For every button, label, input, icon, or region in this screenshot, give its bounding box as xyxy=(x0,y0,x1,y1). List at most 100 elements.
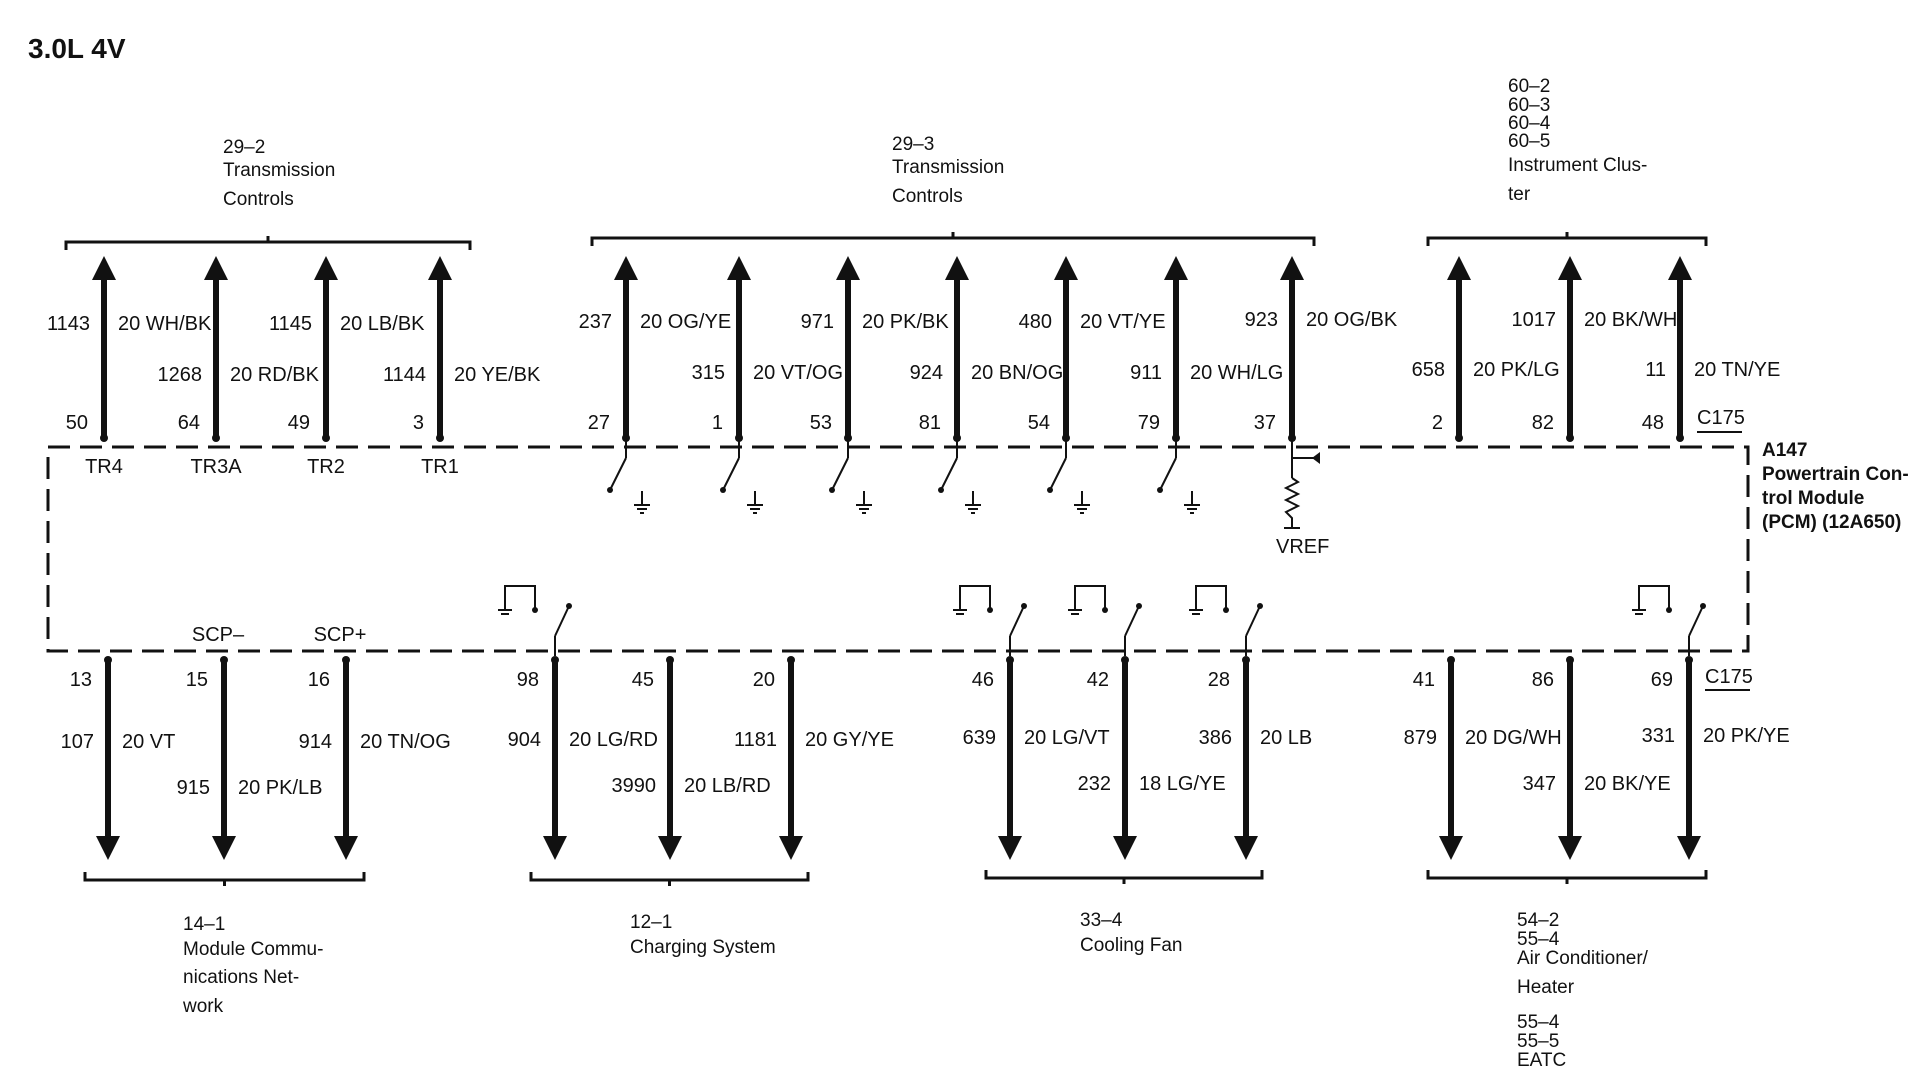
splice-dot xyxy=(212,434,220,442)
circuit-number: 480 xyxy=(1019,311,1052,333)
terminal-label: SCP– xyxy=(192,624,245,646)
group-header-line: work xyxy=(182,996,224,1017)
switch-contact xyxy=(938,487,944,493)
group-header-line: Controls xyxy=(223,189,294,210)
group-header-line: Instrument Clus- xyxy=(1508,155,1647,176)
pin-number: 28 xyxy=(1208,669,1230,691)
relay-bracket xyxy=(1074,585,1106,610)
driver-switch-icon xyxy=(607,440,627,493)
switch-blade xyxy=(1159,457,1177,491)
circuit-number: 1145 xyxy=(269,313,312,335)
relay-contact xyxy=(1666,607,1672,613)
connector-label-bottom: C175 xyxy=(1705,666,1753,688)
wire-color-label: 20 WH/BK xyxy=(118,313,212,335)
circuit-number: 331 xyxy=(1642,725,1675,747)
pin-number: 64 xyxy=(178,412,200,434)
wire-color-label: 20 TN/OG xyxy=(360,731,451,753)
terminal-label: TR2 xyxy=(307,456,345,478)
pin-number: 46 xyxy=(972,669,994,691)
pcm-module-outline xyxy=(46,445,1750,653)
circuit-number: 1181 xyxy=(734,729,777,751)
splice-dot xyxy=(622,434,630,442)
splice-dot xyxy=(1685,656,1693,664)
splice-dot xyxy=(551,656,559,664)
pin-number: 50 xyxy=(66,412,88,434)
pin-number: 79 xyxy=(1138,412,1160,434)
relay-driver-switch-icon xyxy=(498,585,572,656)
splice-dot xyxy=(100,434,108,442)
ground-icon xyxy=(856,491,872,514)
splice-dot xyxy=(220,656,228,664)
ground-icon xyxy=(634,491,650,514)
wire-color-label: 18 LG/YE xyxy=(1139,773,1226,795)
group-bracket xyxy=(1426,232,1708,246)
wire-color-label: 20 PK/LG xyxy=(1473,359,1560,381)
circuit-number: 915 xyxy=(177,777,210,799)
group-header-line: 55–5 xyxy=(1517,1031,1559,1052)
switch-contact xyxy=(1157,487,1163,493)
circuit-number: 911 xyxy=(1130,362,1162,384)
splice-dot xyxy=(342,656,350,664)
group-header-line: Module Commu- xyxy=(183,939,323,960)
module-label-line: Powertrain Con- xyxy=(1762,464,1909,485)
switch-contact xyxy=(1021,603,1027,609)
splice-dot xyxy=(322,434,330,442)
group-bracket xyxy=(83,872,366,886)
group-header-line: 60–5 xyxy=(1508,131,1550,152)
circuit-number: 3990 xyxy=(612,775,657,797)
driver-switch-icon xyxy=(1157,440,1177,493)
group-header-line: 29–3 xyxy=(892,134,934,155)
wire-color-label: 20 LB xyxy=(1260,727,1312,749)
splice-dot xyxy=(787,656,795,664)
vref-label: VREF xyxy=(1276,536,1329,558)
wire-color-label: 20 LG/VT xyxy=(1024,727,1110,749)
wire-color-label: 20 LB/RD xyxy=(684,775,771,797)
group-header-line: 55–4 xyxy=(1517,929,1560,950)
splice-dot xyxy=(666,656,674,664)
terminal-label: SCP+ xyxy=(314,624,367,646)
terminal-label: TR3A xyxy=(190,456,242,478)
group-header-line: 60–2 xyxy=(1508,76,1550,97)
terminal-label: TR4 xyxy=(85,456,123,478)
internal-symbols xyxy=(64,232,1708,886)
switch-contact xyxy=(1257,603,1263,609)
group-header-line: EATC xyxy=(1517,1050,1566,1071)
group-header-line: 29–2 xyxy=(223,137,265,158)
circuit-number: 971 xyxy=(801,311,834,333)
group-header-line: Cooling Fan xyxy=(1080,935,1182,956)
pin-number: 37 xyxy=(1254,412,1276,434)
circuit-number: 924 xyxy=(910,362,943,384)
circuit-number: 1144 xyxy=(383,364,426,386)
switch-blade xyxy=(609,457,627,491)
pin-number: 82 xyxy=(1532,412,1554,434)
switch-blade xyxy=(1245,605,1261,637)
relay-bracket xyxy=(1638,585,1670,610)
group-header-line: 14–1 xyxy=(183,914,225,935)
resistor-zigzag xyxy=(1283,477,1301,528)
wire-color-label: 20 OG/BK xyxy=(1306,309,1398,331)
group-header-line: nications Net- xyxy=(183,967,299,988)
circuit-number: 1017 xyxy=(1512,309,1557,331)
relay-bracket xyxy=(504,585,536,610)
switch-blade xyxy=(1009,605,1025,637)
group-header-line: 33–4 xyxy=(1080,910,1123,931)
wire-color-label: 20 VT xyxy=(122,731,175,753)
circuit-number: 639 xyxy=(963,727,996,749)
pin-number: 16 xyxy=(308,669,330,691)
wire-color-label: 20 BN/OG xyxy=(971,362,1063,384)
group-header-line: 55–4 xyxy=(1517,1012,1560,1033)
circuit-number: 1268 xyxy=(158,364,203,386)
wire-color-label: 20 PK/YE xyxy=(1703,725,1790,747)
